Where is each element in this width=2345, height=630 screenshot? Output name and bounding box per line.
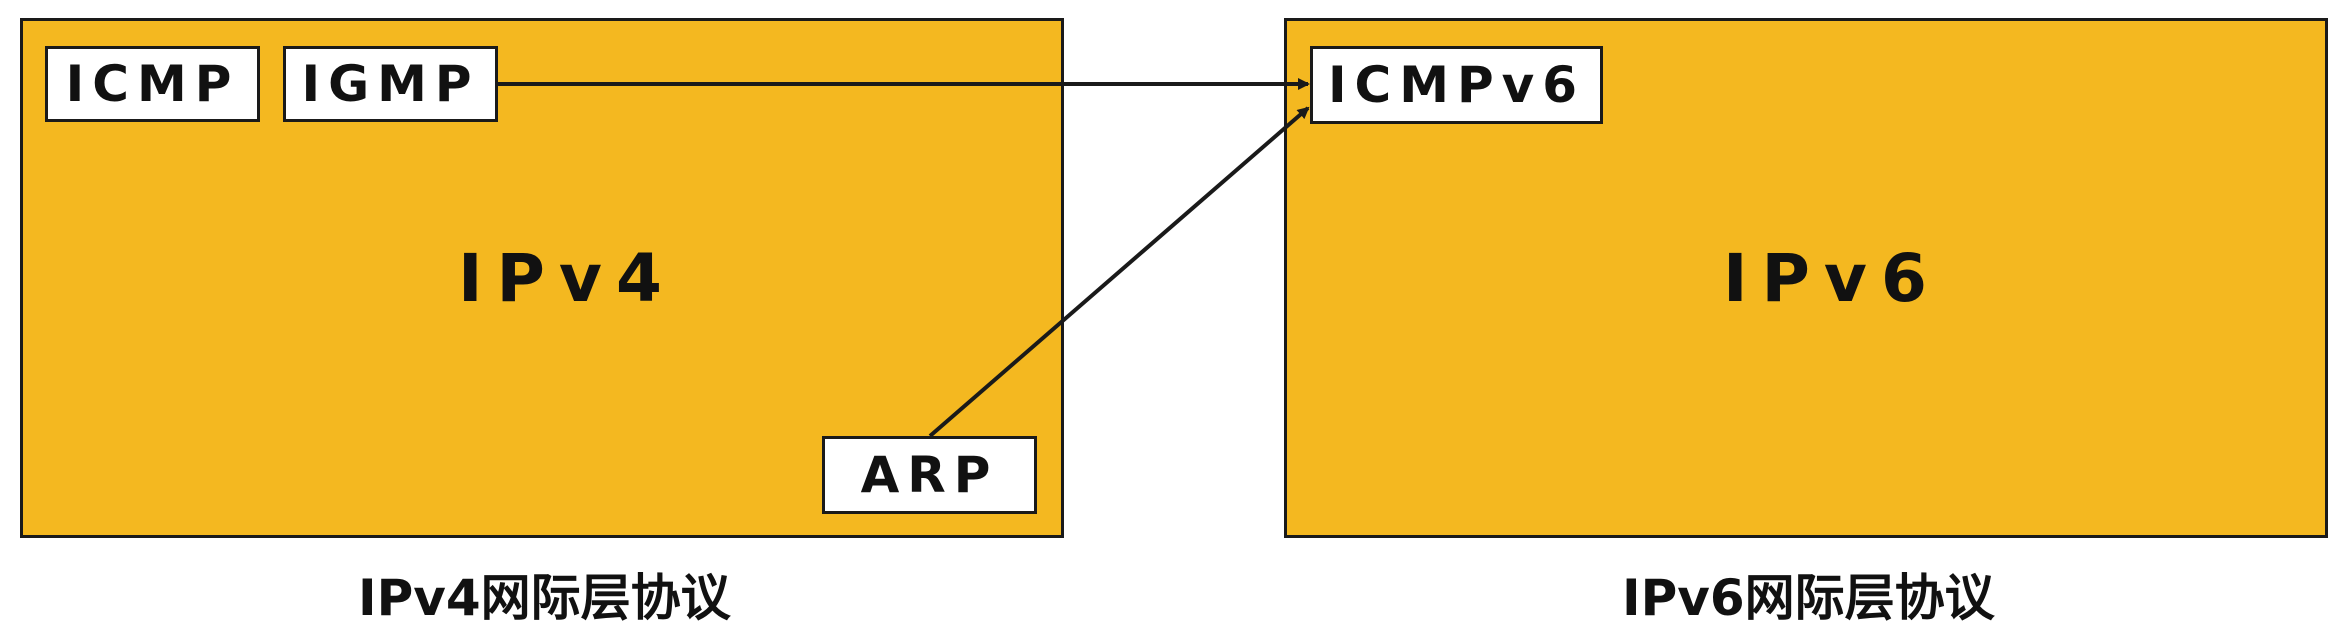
arp-box: ARP: [822, 436, 1037, 514]
icmp-box: ICMP: [45, 46, 260, 122]
ipv6-caption: IPv6网际层协议: [1622, 569, 1995, 627]
ipv4-title: IPv4: [458, 240, 676, 317]
ipv4-caption: IPv4网际层协议: [358, 569, 731, 627]
icmpv6-box: ICMPv6: [1310, 46, 1603, 124]
ipv6-title: IPv6: [1723, 240, 1941, 317]
igmp-box: IGMP: [283, 46, 498, 122]
